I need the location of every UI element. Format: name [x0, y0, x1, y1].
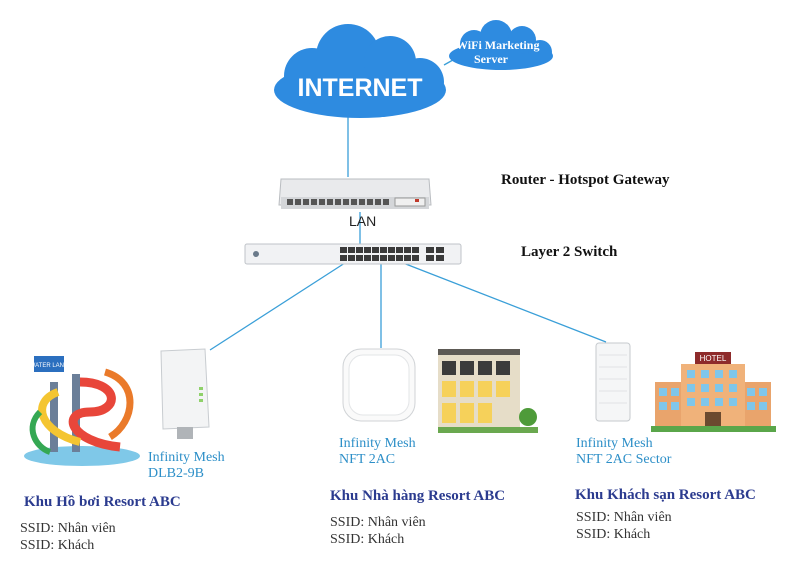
dlb2-label: Infinity Mesh DLB2-9B: [148, 450, 225, 482]
server-cloud: WiFi Marketing Server: [446, 18, 556, 74]
water-park-illustration: WATER LAND: [20, 352, 145, 467]
nft2ac-device: [339, 345, 419, 425]
zone-hotel-ssid-guest: SSID: Khách: [576, 527, 651, 542]
internet-label: INTERNET: [297, 74, 423, 102]
dlb2-label-line2: DLB2-9B: [148, 466, 204, 481]
router-label: Router - Hotspot Gateway: [501, 172, 670, 188]
dlb2-device: [157, 347, 213, 443]
hotel-sign-text: HOTEL: [700, 354, 727, 363]
lan-label: LAN: [349, 213, 377, 229]
sector-device: [593, 340, 633, 425]
restaurant-building: [432, 345, 542, 437]
zone-pool-ssid-guest: SSID: Khách: [20, 538, 95, 553]
ceiling-ap-icon: [342, 348, 416, 422]
server-label-line2: Server: [474, 52, 508, 66]
hotel-icon: HOTEL: [651, 352, 776, 432]
router-icon: [278, 178, 432, 209]
switch-dlb-wire: [209, 260, 349, 351]
cloud-icon: [274, 24, 446, 118]
nft2ac-label-line1: Infinity Mesh: [339, 436, 416, 451]
nft2ac-label-line2: NFT 2AC: [339, 452, 396, 467]
switch-icon: [244, 243, 462, 265]
router-device: [275, 175, 435, 213]
outdoor-ap-icon: [160, 348, 210, 439]
zone-restaurant-title: Khu Nhà hàng Resort ABC: [330, 488, 506, 504]
water-park-icon: WATER LAND: [24, 356, 140, 466]
sector-antenna-icon: [595, 342, 631, 422]
zone-restaurant-ssid-staff: SSID: Nhân viên: [330, 515, 426, 530]
sector-label-line1: Infinity Mesh: [576, 436, 653, 451]
dlb2-label-line1: Infinity Mesh: [148, 450, 225, 465]
switch-label: Layer 2 Switch: [521, 244, 618, 260]
park-sign-text: WATER LAND: [30, 363, 69, 369]
sector-label-line2: NFT 2AC Sector: [576, 452, 672, 467]
sector-label: Infinity Mesh NFT 2AC Sector: [576, 436, 671, 468]
building-icon: [438, 349, 538, 433]
zone-pool-ssid-staff: SSID: Nhân viên: [20, 521, 116, 536]
hotel-building: HOTEL: [651, 348, 776, 434]
server-label-line1: WiFi Marketing: [456, 38, 540, 52]
cloud-icon: [449, 20, 553, 70]
switch-sector-wire: [397, 260, 607, 343]
zone-restaurant-ssid-guest: SSID: Khách: [330, 532, 405, 547]
zone-hotel-ssid-staff: SSID: Nhân viên: [576, 510, 672, 525]
internet-cloud: INTERNET: [270, 22, 450, 122]
zone-hotel-title: Khu Khách sạn Resort ABC: [575, 487, 756, 503]
zone-pool-title: Khu Hồ bơi Resort ABC: [24, 494, 181, 510]
nft2ac-label: Infinity Mesh NFT 2AC: [339, 436, 416, 468]
switch-device: [244, 243, 462, 265]
